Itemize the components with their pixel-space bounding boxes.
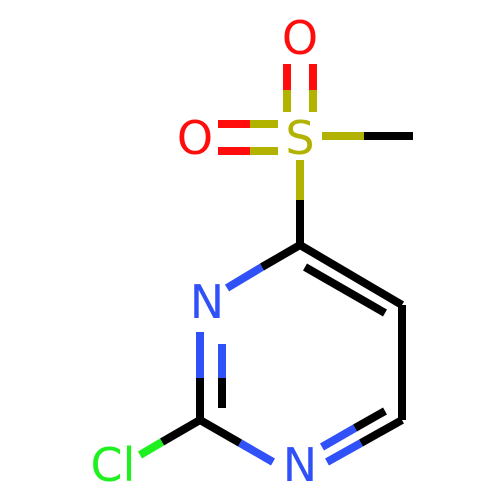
bond-c4-c5-outer [297,241,405,309]
bond-n1-c2-black [198,416,242,447]
atom-label-sulfur: S [285,111,314,165]
bond-c2-n3 [196,332,226,420]
bond-n3-c4 [224,241,303,292]
bond-c6-n1-inner-blue [320,424,357,451]
bond-c4-c5 [297,241,405,317]
bond-c6-n1-outer-black [359,416,404,447]
atom-label-oxygen-left: O [177,111,213,165]
bond-s-o-left [218,120,278,155]
bond-n1-c2 [198,416,275,466]
atom-label-nitrogen-upper: N [190,275,224,329]
bond-n3-c4-black [259,241,303,271]
bond-c6-n1 [320,407,404,466]
bond-c2-cl [137,416,203,459]
bond-n3-c4-blue [224,263,265,292]
bond-s-o-top [283,64,317,112]
bond-c6-n1-outer-blue [325,439,363,466]
atom-label-nitrogen-lower: N [283,438,317,492]
bond-n1-c2-blue [238,439,275,466]
atom-label-chlorine: Cl [91,438,136,492]
bond-c2-cl-black [159,416,203,446]
bond-c4-c5-inner [303,263,387,317]
atom-label-oxygen-top: O [282,11,318,65]
bonds [137,64,413,466]
atom-labels: O O S N N Cl [91,11,319,492]
bond-c6-n1-inner-black [353,407,387,432]
bond-c2-cl-green [137,438,165,459]
